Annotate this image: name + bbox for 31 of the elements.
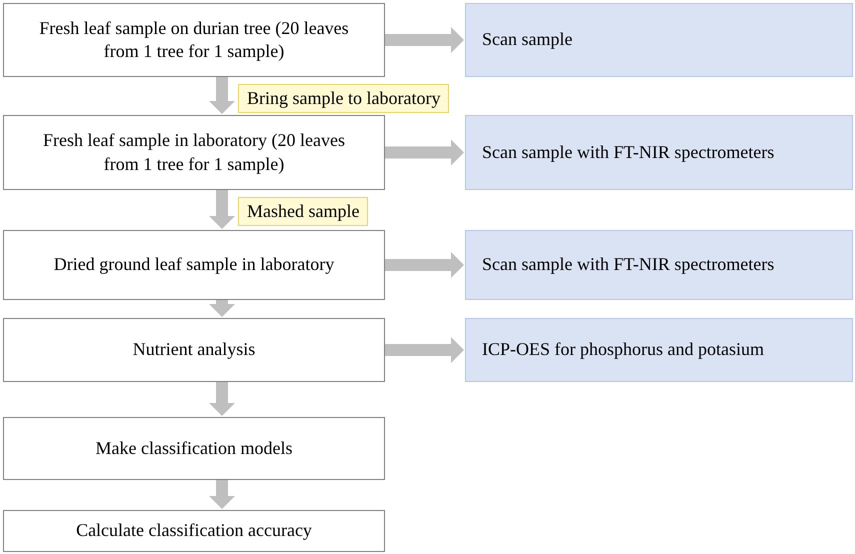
- block-arrow: [385, 252, 464, 278]
- block-arrow: [209, 480, 235, 509]
- block-arrow: [385, 27, 464, 53]
- action-box: [465, 318, 853, 382]
- box-text: Make classification models: [96, 436, 292, 460]
- box-text: Nutrient analysis: [132, 338, 256, 362]
- block-arrow: [209, 77, 235, 114]
- box-text: ICP-OES for phosphorus and potasium: [482, 338, 764, 362]
- block-arrow: [209, 382, 235, 416]
- process-box: [3, 417, 385, 480]
- block-arrow: [209, 300, 235, 317]
- process-box: [3, 318, 385, 382]
- box-text: Scan sample with FT-NIR spectrometers: [482, 140, 774, 164]
- box-text: Fresh leaf sample in laboratory (20 leaves from 1 tree for 1 sample): [42, 129, 346, 176]
- box-text: Dried ground leaf sample in laboratory: [54, 253, 334, 276]
- edge-label: Bring sample to laboratory: [238, 84, 450, 113]
- block-arrow: [385, 337, 464, 363]
- process-box: [3, 3, 385, 77]
- box-text: Fresh leaf sample on durian tree (20 leaves from 1 tree for 1 sample): [38, 16, 350, 63]
- edge-label: Mashed sample: [238, 197, 368, 226]
- process-box: [3, 115, 385, 190]
- block-arrow: [209, 190, 235, 229]
- block-arrow: [385, 140, 464, 166]
- process-box: [3, 510, 385, 552]
- process-box: [3, 230, 385, 300]
- box-text: Scan sample: [482, 28, 572, 52]
- action-box: [465, 115, 853, 190]
- action-box: [465, 3, 853, 77]
- box-text: Scan sample with FT-NIR spectrometers: [482, 253, 774, 276]
- box-text: Calculate classification accuracy: [76, 519, 312, 542]
- action-box: [465, 230, 853, 300]
